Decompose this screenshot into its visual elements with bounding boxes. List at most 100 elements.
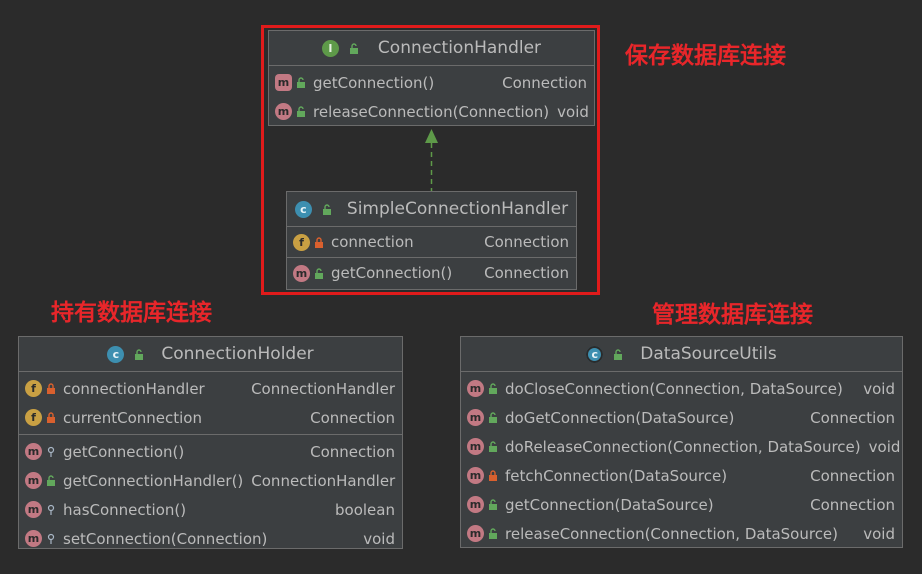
- public-access-icon: [295, 106, 307, 118]
- method-type: void: [557, 102, 589, 121]
- method-name: doCloseConnection(Connection, DataSource…: [505, 379, 843, 398]
- connection-holder-box[interactable]: c ConnectionHolder f connectionHandler C…: [18, 336, 403, 549]
- class-header: c ConnectionHolder: [19, 337, 402, 372]
- method-type: Connection: [810, 408, 895, 427]
- method-name: getConnection(): [63, 442, 185, 461]
- method-row[interactable]: m doGetConnection(DataSource) Connection: [461, 403, 902, 432]
- method-row[interactable]: m releaseConnection(Connection, DataSour…: [461, 519, 902, 548]
- public-access-icon: [133, 348, 145, 360]
- methods-section: m getConnection() Connection m releaseCo…: [269, 66, 594, 128]
- private-access-icon: [487, 470, 499, 482]
- method-type: Connection: [810, 466, 895, 485]
- field-icon: f: [25, 380, 42, 397]
- implements-arrow: [425, 129, 438, 191]
- method-type: void: [863, 524, 895, 543]
- method-row[interactable]: m getConnection() Connection: [287, 260, 576, 286]
- field-type: Connection: [310, 408, 395, 427]
- field-name: currentConnection: [63, 408, 202, 427]
- method-name: getConnection(DataSource): [505, 495, 714, 514]
- class-icon: c: [294, 200, 312, 218]
- method-icon: m: [293, 264, 310, 282]
- static-method-icon: m: [467, 525, 484, 542]
- method-row[interactable]: m setConnection(Connection) void: [19, 524, 402, 553]
- class-header: I ConnectionHandler: [269, 31, 594, 66]
- package-access-icon: [45, 504, 57, 516]
- method-icon: m: [275, 103, 292, 120]
- public-access-icon: [487, 528, 499, 540]
- method-icon: m: [25, 443, 42, 460]
- class-name: ConnectionHolder: [161, 344, 314, 364]
- field-row[interactable]: f currentConnection Connection: [19, 403, 402, 432]
- interface-icon: I: [321, 39, 339, 57]
- method-icon: m: [25, 530, 42, 547]
- method-row[interactable]: m fetchConnection(DataSource) Connection: [461, 461, 902, 490]
- methods-section: m getConnection() Connection m getConnec…: [19, 435, 402, 555]
- methods-section: m doCloseConnection(Connection, DataSour…: [461, 372, 902, 550]
- static-method-icon: m: [467, 380, 484, 397]
- public-access-icon: [487, 499, 499, 511]
- annotation-hold: 持有数据库连接: [51, 300, 212, 326]
- package-access-icon: [45, 533, 57, 545]
- method-row[interactable]: m hasConnection() boolean: [19, 495, 402, 524]
- methods-section: m getConnection() Connection: [287, 258, 576, 288]
- method-name: getConnectionHandler(): [63, 471, 244, 490]
- class-name: SimpleConnectionHandler: [346, 199, 569, 219]
- method-type: Connection: [502, 73, 587, 92]
- method-name: fetchConnection(DataSource): [505, 466, 728, 485]
- field-icon: f: [293, 233, 310, 251]
- method-type: boolean: [335, 500, 395, 519]
- public-access-icon: [487, 383, 499, 395]
- private-access-icon: [45, 412, 57, 424]
- method-row[interactable]: m getConnection() Connection: [269, 68, 594, 97]
- field-type: ConnectionHandler: [251, 379, 395, 398]
- private-access-icon: [45, 383, 57, 395]
- method-row[interactable]: m doReleaseConnection(Connection, DataSo…: [461, 432, 902, 461]
- class-icon: c: [107, 345, 125, 363]
- data-source-utils-box[interactable]: c DataSourceUtils m doCloseConnection(Co…: [460, 336, 903, 548]
- method-name: doReleaseConnection(Connection, DataSour…: [505, 437, 861, 456]
- method-name: setConnection(Connection): [63, 529, 268, 548]
- method-name: releaseConnection(Connection): [313, 102, 550, 121]
- static-method-icon: m: [467, 496, 484, 513]
- public-access-icon: [487, 441, 499, 453]
- method-name: hasConnection(): [63, 500, 187, 519]
- method-row[interactable]: m doCloseConnection(Connection, DataSour…: [461, 374, 902, 403]
- static-method-icon: m: [467, 409, 484, 426]
- public-access-icon: [612, 348, 624, 360]
- method-type: Connection: [484, 264, 569, 282]
- field-name: connection: [331, 233, 414, 251]
- method-name: releaseConnection(Connection, DataSource…: [505, 524, 839, 543]
- method-type: Connection: [310, 442, 395, 461]
- method-type: void: [363, 529, 395, 548]
- annotation-save: 保存数据库连接: [625, 43, 786, 69]
- public-access-icon: [348, 42, 360, 54]
- method-type: ConnectionHandler: [251, 471, 396, 490]
- field-type: Connection: [484, 233, 569, 251]
- method-name: doGetConnection(DataSource): [505, 408, 735, 427]
- method-type: void: [868, 437, 901, 456]
- fields-section: f connection Connection: [287, 227, 576, 258]
- connection-handler-box[interactable]: I ConnectionHandler m getConnection() Co…: [268, 30, 595, 126]
- abstract-class-icon: c: [586, 345, 604, 363]
- method-row[interactable]: m getConnection() Connection: [19, 437, 402, 466]
- annotation-manage: 管理数据库连接: [652, 302, 813, 328]
- fields-section: f connectionHandler ConnectionHandler f …: [19, 372, 402, 435]
- method-icon: m: [25, 472, 42, 489]
- method-row[interactable]: m getConnectionHandler() ConnectionHandl…: [19, 466, 402, 495]
- static-method-icon: m: [467, 438, 484, 455]
- field-icon: f: [25, 409, 42, 426]
- field-row[interactable]: f connection Connection: [287, 229, 576, 255]
- class-header: c SimpleConnectionHandler: [287, 192, 576, 227]
- class-name: ConnectionHandler: [377, 38, 542, 58]
- method-name: getConnection(): [331, 264, 453, 282]
- public-access-icon: [45, 475, 57, 487]
- private-access-icon: [313, 236, 325, 248]
- method-name: getConnection(): [313, 73, 435, 92]
- method-row[interactable]: m getConnection(DataSource) Connection: [461, 490, 902, 519]
- static-method-icon: m: [467, 467, 484, 484]
- class-header: c DataSourceUtils: [461, 337, 902, 372]
- method-row[interactable]: m releaseConnection(Connection) void: [269, 97, 594, 126]
- field-row[interactable]: f connectionHandler ConnectionHandler: [19, 374, 402, 403]
- simple-connection-handler-box[interactable]: c SimpleConnectionHandler f connection C…: [286, 191, 577, 290]
- package-access-icon: [45, 446, 57, 458]
